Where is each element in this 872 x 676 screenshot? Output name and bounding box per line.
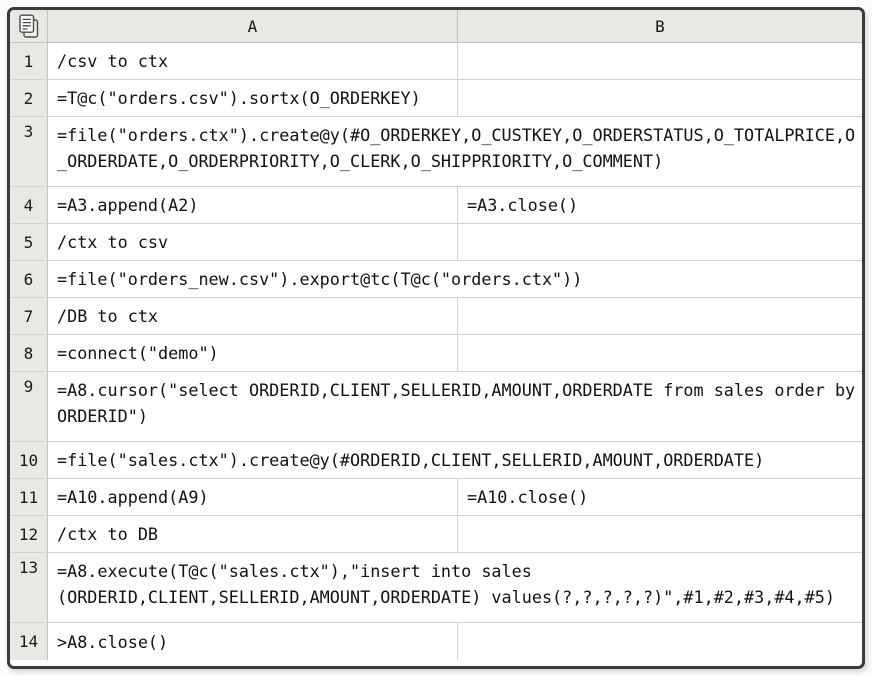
table-row: 7/DB to ctx <box>10 298 862 335</box>
cell-text: =connect("demo") <box>57 343 219 363</box>
cell-text: =file("orders.ctx").create@y(#O_ORDERKEY… <box>57 125 856 171</box>
row-number-9[interactable]: 9 <box>10 372 48 441</box>
row-number-6[interactable]: 6 <box>10 261 48 297</box>
row-number-4[interactable]: 4 <box>10 187 48 223</box>
cell-text: /ctx to csv <box>57 232 169 252</box>
cell-A1[interactable]: /csv to ctx <box>48 43 458 79</box>
cell-A10[interactable]: =file("sales.ctx").create@y(#ORDERID,CLI… <box>48 442 862 478</box>
row-number-14[interactable]: 14 <box>10 623 48 660</box>
table-row: 4 =A3.append(A2) =A3.close() <box>10 187 862 224</box>
cell-B11[interactable]: =A10.close() <box>458 479 862 515</box>
cell-B5[interactable] <box>458 224 862 260</box>
table-row: 2 =T@c("orders.csv").sortx(O_ORDERKEY) <box>10 80 862 117</box>
table-row: 14 >A8.close() <box>10 623 862 660</box>
cell-A14[interactable]: >A8.close() <box>48 623 458 660</box>
cell-text: =A8.execute(T@c("sales.ctx"),"insert int… <box>57 561 835 607</box>
cell-text: =file("sales.ctx").create@y(#ORDERID,CLI… <box>57 450 765 470</box>
row-number-3[interactable]: 3 <box>10 117 48 186</box>
cell-A13[interactable]: =A8.execute(T@c("sales.ctx"),"insert int… <box>48 553 862 622</box>
cell-B1[interactable] <box>458 43 862 79</box>
cell-A5[interactable]: /ctx to csv <box>48 224 458 260</box>
row-number-12[interactable]: 12 <box>10 516 48 552</box>
cell-B12[interactable] <box>458 516 862 552</box>
cell-B8[interactable] <box>458 335 862 371</box>
cell-text: /DB to ctx <box>57 306 159 326</box>
cell-text: =A3.append(A2) <box>57 195 199 215</box>
cell-text: =file("orders_new.csv").export@tc(T@c("o… <box>57 269 583 289</box>
cell-A7[interactable]: /DB to ctx <box>48 298 458 334</box>
column-header-a[interactable]: A <box>48 10 458 42</box>
cell-text: /csv to ctx <box>57 51 169 71</box>
cell-text: >A8.close() <box>57 631 169 652</box>
cell-B7[interactable] <box>458 298 862 334</box>
cell-B2[interactable] <box>458 80 862 116</box>
row-number-11[interactable]: 11 <box>10 479 48 515</box>
table-row: 10 =file("sales.ctx").create@y(#ORDERID,C… <box>10 442 862 479</box>
row-number-5[interactable]: 5 <box>10 224 48 260</box>
cell-text: =A8.cursor("select ORDERID,CLIENT,SELLER… <box>57 380 856 426</box>
row-number-2[interactable]: 2 <box>10 80 48 116</box>
cell-A4[interactable]: =A3.append(A2) <box>48 187 458 223</box>
cell-A8[interactable]: =connect("demo") <box>48 335 458 371</box>
cell-A6[interactable]: =file("orders_new.csv").export@tc(T@c("o… <box>48 261 862 297</box>
column-header-b[interactable]: B <box>655 16 665 36</box>
cell-B4[interactable]: =A3.close() <box>458 187 862 223</box>
table-row: 3=file("orders.ctx").create@y(#O_ORDERKE… <box>10 117 862 187</box>
row-number-10[interactable]: 10 <box>10 442 48 478</box>
cell-A9[interactable]: =A8.cursor("select ORDERID,CLIENT,SELLER… <box>48 372 862 441</box>
select-all-corner[interactable] <box>10 10 48 42</box>
table-row: 5/ctx to csv <box>10 224 862 261</box>
row-number-13[interactable]: 13 <box>10 553 48 622</box>
table-row: 8 =connect("demo") <box>10 335 862 372</box>
cell-A3[interactable]: =file("orders.ctx").create@y(#O_ORDERKEY… <box>48 117 862 186</box>
cell-text: /ctx to DB <box>57 524 159 544</box>
cell-A12[interactable]: /ctx to DB <box>48 516 458 552</box>
table-row: 11 =A10.append(A9) =A10.close() <box>10 479 862 516</box>
table-row: 1/csv to ctx <box>10 43 862 80</box>
table-row: 12/ctx to DB <box>10 516 862 553</box>
cell-A2[interactable]: =T@c("orders.csv").sortx(O_ORDERKEY) <box>48 80 458 116</box>
row-number-7[interactable]: 7 <box>10 298 48 334</box>
column-header-row: A B <box>10 10 862 43</box>
copy-pages-icon <box>18 14 38 38</box>
row-number-8[interactable]: 8 <box>10 335 48 371</box>
row-number-1[interactable]: 1 <box>10 43 48 79</box>
cell-text: =A3.close() <box>467 195 579 215</box>
table-row: 13=A8.execute(T@c("sales.ctx"),"insert i… <box>10 553 862 623</box>
table-row: 6 =file("orders_new.csv").export@tc(T@c("… <box>10 261 862 298</box>
cell-text: =A10.close() <box>467 487 589 507</box>
cell-A11[interactable]: =A10.append(A9) <box>48 479 458 515</box>
cell-text: =A10.append(A9) <box>57 487 209 507</box>
table-row: 9=A8.cursor("select ORDERID,CLIENT,SELLE… <box>10 372 862 442</box>
cell-text: =T@c("orders.csv").sortx(O_ORDERKEY) <box>57 88 421 108</box>
cell-B14[interactable] <box>458 623 862 660</box>
